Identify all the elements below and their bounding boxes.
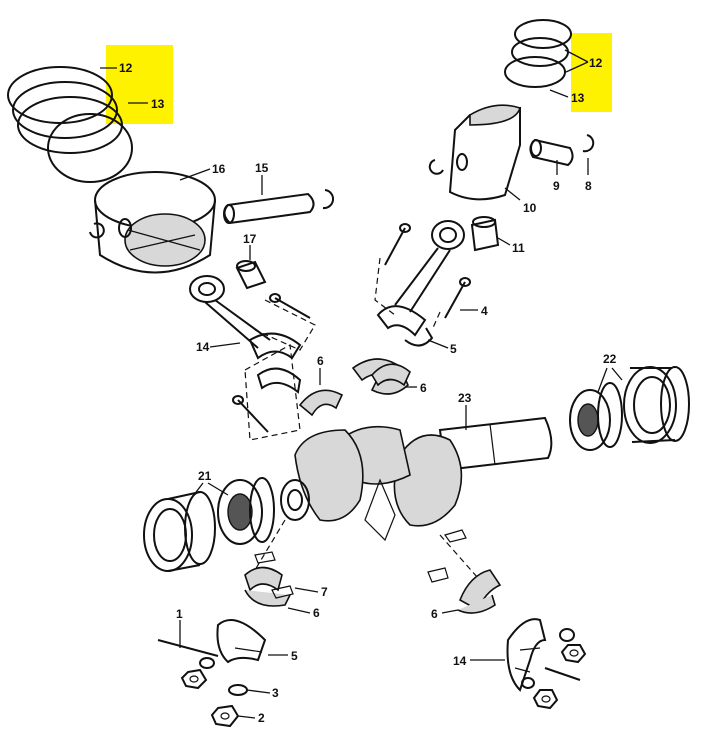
label-13-left: 13 bbox=[151, 97, 165, 111]
highlight-box-right bbox=[571, 33, 612, 112]
lock-tab-left bbox=[271, 585, 294, 599]
piston-rings-right bbox=[504, 19, 572, 88]
bearing-shell-middle-a bbox=[298, 389, 344, 417]
piston-left bbox=[94, 171, 216, 274]
piston-pin-right bbox=[529, 138, 574, 167]
label-15: 15 bbox=[255, 161, 269, 175]
rod-bolt-left-upper bbox=[254, 293, 316, 351]
roller-bearing-right bbox=[569, 382, 623, 451]
label-5-lower: 5 bbox=[291, 649, 298, 663]
label-10: 10 bbox=[523, 201, 537, 215]
label-12-right: 12 bbox=[589, 56, 603, 70]
rod-bolt-right-lower bbox=[431, 277, 471, 331]
piston-rings-left bbox=[7, 66, 133, 183]
bushing-right bbox=[470, 216, 500, 252]
label-1: 1 bbox=[176, 607, 183, 621]
label-7: 7 bbox=[321, 585, 328, 599]
label-11: 11 bbox=[512, 241, 525, 255]
label-12-left: 12 bbox=[119, 61, 133, 75]
circlip-right-b bbox=[582, 134, 595, 153]
label-17: 17 bbox=[243, 232, 257, 246]
circlip-left-a bbox=[89, 222, 105, 239]
label-23: 23 bbox=[458, 391, 472, 405]
connecting-rod-right bbox=[376, 220, 465, 347]
circlip-left-b bbox=[322, 189, 334, 210]
label-14-right: 14 bbox=[453, 654, 467, 668]
label-6-upper-left: 6 bbox=[317, 354, 324, 368]
label-6-upper-right: 6 bbox=[420, 381, 427, 395]
label-6-lower-right: 6 bbox=[431, 607, 438, 621]
washer-lower-left bbox=[228, 684, 248, 696]
label-21: 21 bbox=[198, 469, 212, 483]
bearing-cap-lower-left bbox=[216, 619, 267, 664]
nut-small-lower-left bbox=[199, 657, 215, 669]
nut-lower-right-b bbox=[560, 644, 587, 664]
piston-right bbox=[448, 104, 521, 201]
label-8: 8 bbox=[585, 179, 592, 193]
main-bearing-left bbox=[143, 491, 216, 572]
roller-bearing-left bbox=[217, 477, 275, 545]
rod-bolt-right-upper bbox=[374, 223, 411, 316]
label-22: 22 bbox=[603, 352, 617, 366]
rod-cap-left bbox=[244, 344, 302, 441]
main-bearing-right bbox=[623, 366, 690, 444]
label-2: 2 bbox=[258, 711, 265, 725]
label-5-upper: 5 bbox=[450, 342, 457, 356]
dowel-pin-lower-right bbox=[544, 667, 581, 681]
bearing-cap-lower-right bbox=[506, 618, 547, 692]
bearing-shell-right-upper bbox=[371, 363, 411, 387]
rod-bolt-left-lower bbox=[232, 395, 269, 433]
label-13-right: 13 bbox=[571, 91, 585, 105]
crankshaft bbox=[280, 416, 553, 542]
nut-lower-left-a bbox=[180, 668, 208, 690]
rod-cap-lower-left bbox=[244, 551, 291, 607]
rod-cap-lower-right bbox=[427, 529, 502, 614]
label-3: 3 bbox=[272, 686, 279, 700]
nut-lower-left-b bbox=[210, 704, 240, 728]
label-6-lower-left: 6 bbox=[313, 606, 320, 620]
nut-lower-right-c bbox=[521, 677, 535, 689]
label-16: 16 bbox=[212, 162, 226, 176]
label-9: 9 bbox=[553, 179, 560, 193]
dowel-pin-lower-left bbox=[157, 639, 219, 657]
label-4: 4 bbox=[481, 304, 488, 318]
circlip-right-a bbox=[428, 159, 444, 175]
label-14-left: 14 bbox=[196, 340, 210, 354]
connecting-rod-left bbox=[189, 275, 302, 360]
nut-lower-right-a bbox=[559, 628, 575, 642]
nut-lower-right-d bbox=[532, 689, 559, 710]
piston-pin-left bbox=[223, 192, 315, 225]
bushing-left bbox=[235, 260, 267, 290]
leader-lines bbox=[100, 49, 623, 719]
